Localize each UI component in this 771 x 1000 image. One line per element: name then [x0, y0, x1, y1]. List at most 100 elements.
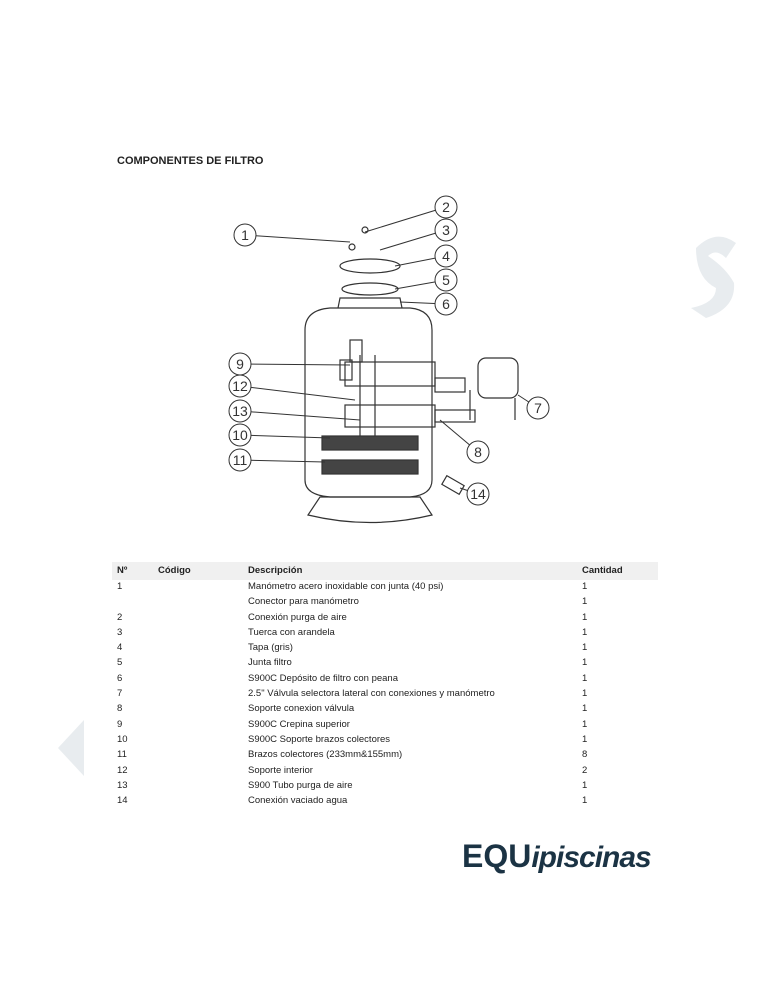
- watermark-shape: [691, 236, 736, 318]
- callout-label: 11: [233, 452, 248, 468]
- callout-circle: [526, 396, 550, 420]
- table-row: 2 Conexión purga de aire 1: [112, 611, 658, 626]
- cell-description: S900C Crepina superior: [248, 718, 350, 730]
- cell-quantity: 1: [582, 596, 588, 608]
- callout-leader-line: [239, 459, 326, 463]
- callout-leader-line: [239, 410, 361, 421]
- callout-circle: [228, 448, 252, 472]
- callout-circle: [466, 482, 490, 506]
- header-code: Código: [158, 565, 191, 576]
- header-number: Nº: [117, 565, 128, 576]
- cell-quantity: 2: [582, 764, 588, 776]
- cell-number: 5: [117, 657, 123, 669]
- table-row: 11 Brazos colectores (233mm&155mm) 8: [112, 748, 658, 763]
- callout-label: 8: [474, 444, 482, 460]
- callout-label: 9: [236, 356, 244, 372]
- callout-label: 12: [232, 378, 248, 394]
- table-row: 12 Soporte interior 2: [112, 764, 658, 779]
- cell-quantity: 8: [582, 749, 588, 761]
- callout-circle: [228, 399, 252, 423]
- table-row: 7 2.5" Válvula selectora lateral con cone…: [112, 687, 658, 702]
- callout-leader-line: [239, 385, 356, 401]
- callout-circle: [228, 374, 252, 398]
- cell-description: Conector para manómetro: [248, 596, 359, 608]
- cell-description: Junta filtro: [248, 657, 292, 669]
- table-row: 10 S900C Soporte brazos colectores 1: [112, 733, 658, 748]
- cell-description: Tapa (gris): [248, 642, 293, 654]
- callout-circle: [434, 244, 458, 268]
- cell-number: 11: [117, 749, 127, 761]
- cell-description: Brazos colectores (233mm&155mm): [248, 749, 403, 761]
- cell-number: 3: [117, 626, 123, 638]
- cell-description: Conexión purga de aire: [248, 611, 347, 623]
- cell-description: S900C Depósito de filtro con peana: [248, 672, 398, 684]
- callout-label: 10: [232, 427, 248, 443]
- cell-number: 13: [117, 779, 128, 791]
- callout-label: 5: [442, 272, 450, 288]
- table-row: 14 Conexión vaciado agua 1: [112, 794, 658, 809]
- callout-label: 13: [232, 403, 248, 419]
- cell-quantity: 1: [582, 795, 588, 807]
- header-quantity: Cantidad: [582, 565, 623, 576]
- cell-description: Soporte conexion válvula: [248, 703, 355, 715]
- table-row: 6 S900C Depósito de filtro con peana 1: [112, 672, 658, 687]
- cell-quantity: 1: [582, 642, 588, 654]
- callout-leader-line: [244, 234, 351, 243]
- callout-leader-line: [239, 434, 331, 439]
- callout-label: 1: [241, 227, 249, 243]
- cell-number: 7: [117, 688, 123, 700]
- cell-quantity: 1: [582, 581, 588, 592]
- callout-circle: [434, 218, 458, 242]
- callout-label: 14: [470, 486, 486, 502]
- cell-quantity: 1: [582, 672, 588, 684]
- table-row: Conector para manómetro 1: [112, 595, 658, 610]
- cell-description: Tuerca con arandela: [248, 626, 335, 638]
- cell-number: 12: [117, 764, 128, 776]
- callout-circle: [228, 423, 252, 447]
- cell-description: S900 Tubo purga de aire: [248, 779, 353, 791]
- cell-quantity: 1: [582, 657, 588, 669]
- cell-quantity: 1: [582, 733, 588, 745]
- cell-quantity: 1: [582, 626, 588, 638]
- table-row: 5 Junta filtro 1: [112, 656, 658, 671]
- cell-number: 6: [117, 672, 123, 684]
- callout-leader-line: [364, 206, 447, 233]
- table-row: 3 Tuerca con arandela 1: [112, 626, 658, 641]
- cell-quantity: 1: [582, 688, 588, 700]
- cell-number: 14: [117, 795, 128, 807]
- cell-quantity: 1: [582, 703, 588, 715]
- callout-label: 4: [442, 248, 450, 264]
- callout-circle: [434, 195, 458, 219]
- cell-number: 2: [117, 611, 123, 623]
- cell-number: 10: [117, 733, 128, 745]
- callout-circle: [466, 440, 490, 464]
- cell-description: Conexión vaciado agua: [248, 795, 348, 807]
- equipiscinas-logo: EQUipiscinas: [462, 838, 652, 874]
- cell-description: S900C Soporte brazos colectores: [248, 733, 391, 745]
- cell-number: 4: [117, 642, 123, 654]
- callout-label: 7: [534, 400, 542, 416]
- cell-description: Soporte interior: [248, 764, 313, 776]
- callout-circle: [434, 268, 458, 292]
- cell-description: 2.5" Válvula selectora lateral con conex…: [248, 688, 495, 700]
- cell-number: 1: [117, 581, 123, 592]
- callout-circle: [434, 292, 458, 316]
- callout-label: 2: [442, 199, 450, 215]
- callout-label: 3: [442, 222, 450, 238]
- table-row: 8 Soporte conexion válvula 1: [112, 702, 658, 717]
- callout-circle: [233, 223, 257, 247]
- callout-label: 6: [442, 296, 450, 312]
- table-row: 4 Tapa (gris) 1: [112, 641, 658, 656]
- table-row: 13 S900 Tubo purga de aire 1: [112, 779, 658, 794]
- cell-number: 8: [117, 703, 123, 715]
- cell-quantity: 1: [582, 779, 588, 791]
- cell-number: 9: [117, 718, 123, 730]
- table-header: Nº Código Descripción Cantidad: [112, 562, 658, 580]
- watermark-shape: [58, 720, 84, 776]
- cell-quantity: 1: [582, 611, 588, 623]
